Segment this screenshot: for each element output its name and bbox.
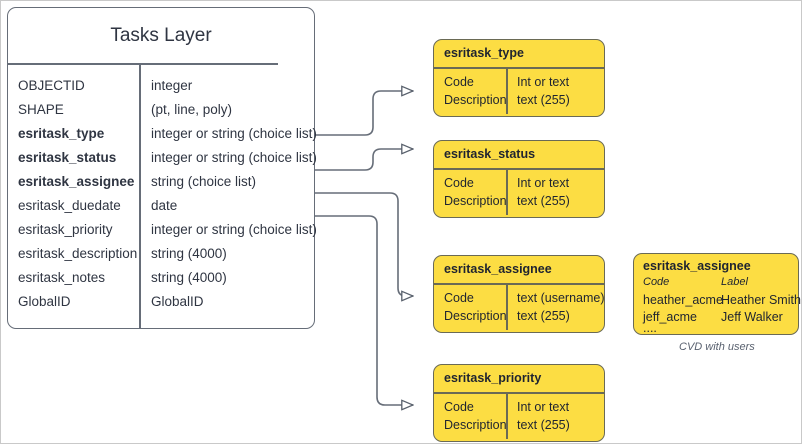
field-name: esritask_notes [18, 270, 106, 285]
domain-row-label: Code [444, 291, 474, 305]
entity-column-divider [139, 65, 141, 328]
table-row[interactable]: OBJECTID integer [8, 74, 314, 98]
domain-row-value: text (255) [517, 309, 570, 323]
table-row[interactable]: esritask_type integer or string (choice … [8, 122, 317, 146]
list-item: Jeff Walker [721, 310, 783, 324]
field-type: string (choice list) [151, 174, 257, 189]
domain-esritask-status[interactable]: esritask_status Code Description Int or … [433, 140, 605, 218]
field-type: string (4000) [151, 246, 227, 261]
domain-type-values: text (username) text (255) [517, 289, 605, 325]
field-type: date [151, 198, 178, 213]
field-type: integer [151, 78, 193, 93]
field-type: integer or string (choice list) [151, 222, 317, 237]
field-name: OBJECTID [18, 78, 85, 93]
domain-type-values: Int or text text (255) [517, 398, 570, 434]
domain-column-divider [506, 69, 508, 114]
domain-esritask-priority[interactable]: esritask_priority Code Description Int o… [433, 364, 605, 442]
field-type: integer or string (choice list) [151, 126, 317, 141]
domain-column-divider [506, 170, 508, 215]
users-column-header-label: Label [721, 276, 748, 288]
field-name: esritask_type [18, 126, 105, 141]
domain-row-value: Int or text [517, 176, 570, 190]
domain-row-label: Code [444, 176, 474, 190]
domain-esritask-type[interactable]: esritask_type Code Description Int or te… [433, 39, 605, 117]
list-item: heather_acme [643, 293, 723, 307]
field-type: string (4000) [151, 270, 227, 285]
domain-row-label: Code [444, 75, 474, 89]
field-name: esritask_priority [18, 222, 113, 237]
domain-row-value: Int or text [517, 400, 570, 414]
entity-tasks-layer[interactable]: Tasks Layer OBJECTID integer SHAPE (pt, … [7, 7, 317, 329]
list-item: Heather Smith [721, 293, 801, 307]
connector-type [315, 91, 413, 136]
domain-row-value: text (255) [517, 418, 570, 432]
table-row[interactable]: GlobalID GlobalID [8, 290, 314, 314]
connector-status [315, 149, 413, 171]
domain-row-label: Code [444, 400, 474, 414]
list-ellipsis: .... [643, 321, 657, 335]
connector-priority [315, 215, 413, 405]
domain-row-value: Int or text [517, 75, 570, 89]
domain-code-labels: Code Description [444, 174, 507, 210]
domain-esritask-assignee[interactable]: esritask_assignee Code Description text … [433, 255, 605, 333]
field-type: GlobalID [151, 294, 204, 309]
domain-title-separator [434, 67, 604, 69]
domain-title-separator [434, 168, 604, 170]
domain-row-label: Description [444, 194, 507, 208]
domain-row-value: text (255) [517, 93, 570, 107]
domain-row-value: text (255) [517, 194, 570, 208]
users-column-header-code: Code [643, 276, 670, 288]
field-name: esritask_status [18, 150, 117, 165]
table-row[interactable]: esritask_notes string (4000) [8, 266, 314, 290]
connector-assignee [315, 192, 413, 296]
table-row[interactable]: SHAPE (pt, line, poly) [8, 98, 314, 122]
field-name: esritask_duedate [18, 198, 121, 213]
table-row[interactable]: esritask_assignee string (choice list) [8, 170, 314, 194]
domain-column-divider [506, 394, 508, 439]
field-name: esritask_description [18, 246, 138, 261]
domain-column-divider [506, 285, 508, 330]
users-domain-title: esritask_assignee [643, 259, 751, 273]
domain-title: esritask_type [444, 46, 524, 60]
domain-title: esritask_status [444, 147, 536, 161]
domain-code-labels: Code Description [444, 73, 507, 109]
domain-assignee-users[interactable]: esritask_assignee Code Label heather_acm… [633, 253, 801, 335]
field-name: SHAPE [18, 102, 64, 117]
table-row[interactable]: esritask_priority integer or string (cho… [8, 218, 317, 242]
table-row[interactable]: esritask_description string (4000) [8, 242, 314, 266]
table-row[interactable]: esritask_status integer or string (choic… [8, 146, 317, 170]
domain-title-separator [434, 392, 604, 394]
domain-row-label: Description [444, 309, 507, 323]
domain-row-label: Description [444, 418, 507, 432]
domain-type-values: Int or text text (255) [517, 174, 570, 210]
entity-title-separator [8, 63, 278, 65]
domain-title: esritask_priority [444, 371, 542, 385]
domain-row-label: Description [444, 93, 507, 107]
domain-code-labels: Code Description [444, 289, 507, 325]
field-type: integer or string (choice list) [151, 150, 317, 165]
list-item: jeff_acme [643, 310, 697, 324]
entity-title: Tasks Layer [110, 25, 212, 46]
entity-field-list: OBJECTID integer SHAPE (pt, line, poly) … [8, 74, 317, 314]
table-row[interactable]: esritask_duedate date [8, 194, 314, 218]
users-domain-caption: CVD with users [679, 341, 755, 353]
field-name: GlobalID [18, 294, 71, 309]
domain-type-values: Int or text text (255) [517, 73, 570, 109]
domain-title-separator [434, 283, 604, 285]
domain-row-value: text (username) [517, 291, 605, 305]
domain-title: esritask_assignee [444, 262, 552, 276]
field-name: esritask_assignee [18, 174, 135, 189]
domain-code-labels: Code Description [444, 398, 507, 434]
field-type: (pt, line, poly) [151, 102, 233, 117]
